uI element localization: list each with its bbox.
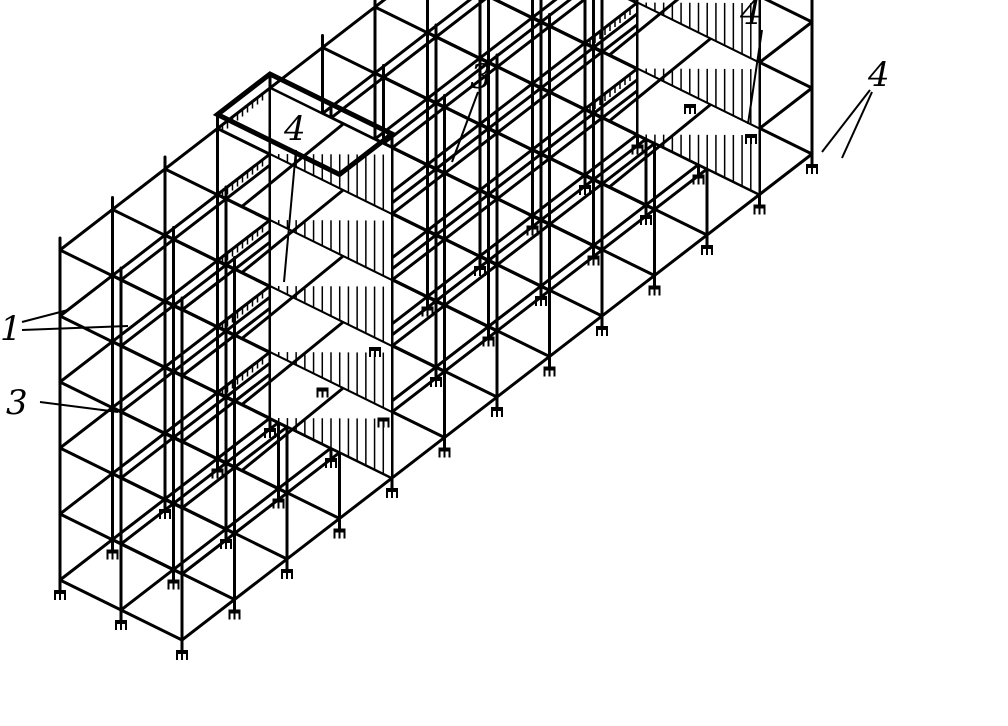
base-plate bbox=[386, 488, 398, 492]
leader-stair-right-b1 bbox=[821, 89, 871, 153]
stair-tower-left bbox=[212, 71, 397, 480]
base-plate bbox=[264, 428, 276, 432]
base-plate bbox=[692, 174, 705, 179]
base-plate bbox=[369, 347, 381, 351]
label-deck-top: 3 bbox=[470, 57, 492, 97]
transom bbox=[492, 0, 551, 28]
stair-left-flight bbox=[240, 320, 345, 406]
base-plate bbox=[474, 266, 486, 270]
transom bbox=[763, 0, 814, 24]
base-plate bbox=[325, 458, 337, 462]
base-plate bbox=[631, 144, 644, 149]
callout-leaders bbox=[21, 29, 873, 413]
base-plate bbox=[640, 215, 652, 219]
label-stair-right-b: 4 bbox=[867, 55, 890, 95]
stair-right-flight bbox=[608, 0, 680, 57]
base-plate bbox=[684, 104, 696, 108]
leader-stair-right-a bbox=[747, 29, 763, 125]
transom bbox=[627, 0, 656, 13]
stair-left-wall-4 bbox=[269, 86, 393, 216]
base-plate bbox=[220, 539, 232, 543]
stair-right-flight bbox=[608, 103, 712, 189]
base-plate bbox=[701, 245, 713, 249]
base-plates bbox=[54, 104, 818, 660]
leader-deck-top bbox=[451, 91, 479, 163]
label-stair-left: 4 bbox=[283, 109, 306, 149]
base-plate bbox=[526, 225, 539, 230]
base-plate bbox=[421, 306, 434, 311]
stair-left-flight bbox=[240, 188, 345, 274]
base-plate bbox=[176, 650, 188, 654]
label-stair-right-a: 4 bbox=[739, 0, 762, 33]
stair-left-flight bbox=[240, 122, 345, 208]
leader-stair-left bbox=[283, 149, 297, 283]
base-plate bbox=[430, 377, 442, 381]
base-plate bbox=[438, 447, 451, 452]
leader-deck-left bbox=[39, 401, 119, 413]
base-plate bbox=[54, 590, 66, 594]
base-plate bbox=[543, 366, 556, 371]
base-plate bbox=[106, 549, 119, 554]
base-plate bbox=[228, 609, 241, 614]
stair-left-top-rail bbox=[212, 71, 397, 178]
base-plate bbox=[745, 134, 757, 138]
base-plate bbox=[806, 164, 818, 168]
base-plate bbox=[316, 387, 329, 392]
base-plate bbox=[753, 204, 766, 209]
base-plate bbox=[115, 620, 127, 624]
leader-posts-a bbox=[21, 309, 69, 323]
base-plate bbox=[587, 255, 600, 260]
base-plate bbox=[482, 336, 495, 341]
base-plate bbox=[491, 407, 503, 411]
base-plate bbox=[535, 296, 547, 300]
base-plate bbox=[579, 185, 591, 189]
base-plate bbox=[648, 285, 661, 290]
base-plate bbox=[333, 528, 346, 533]
stair-left-flight bbox=[240, 386, 345, 472]
base-plate bbox=[167, 579, 180, 584]
base-plate bbox=[159, 509, 171, 513]
stair-right-flight bbox=[608, 37, 712, 123]
stair-tower-right bbox=[584, 0, 761, 197]
leader-posts-b bbox=[21, 325, 129, 331]
base-plate bbox=[377, 417, 390, 422]
stair-left-flight bbox=[240, 254, 345, 340]
base-plate bbox=[281, 569, 293, 573]
base-plate bbox=[596, 326, 608, 330]
label-posts: 1 bbox=[0, 309, 22, 349]
base-plate bbox=[272, 498, 285, 503]
leader-stair-right-b2 bbox=[841, 91, 873, 159]
label-deck-left: 3 bbox=[6, 383, 28, 423]
base-plate bbox=[211, 468, 224, 473]
